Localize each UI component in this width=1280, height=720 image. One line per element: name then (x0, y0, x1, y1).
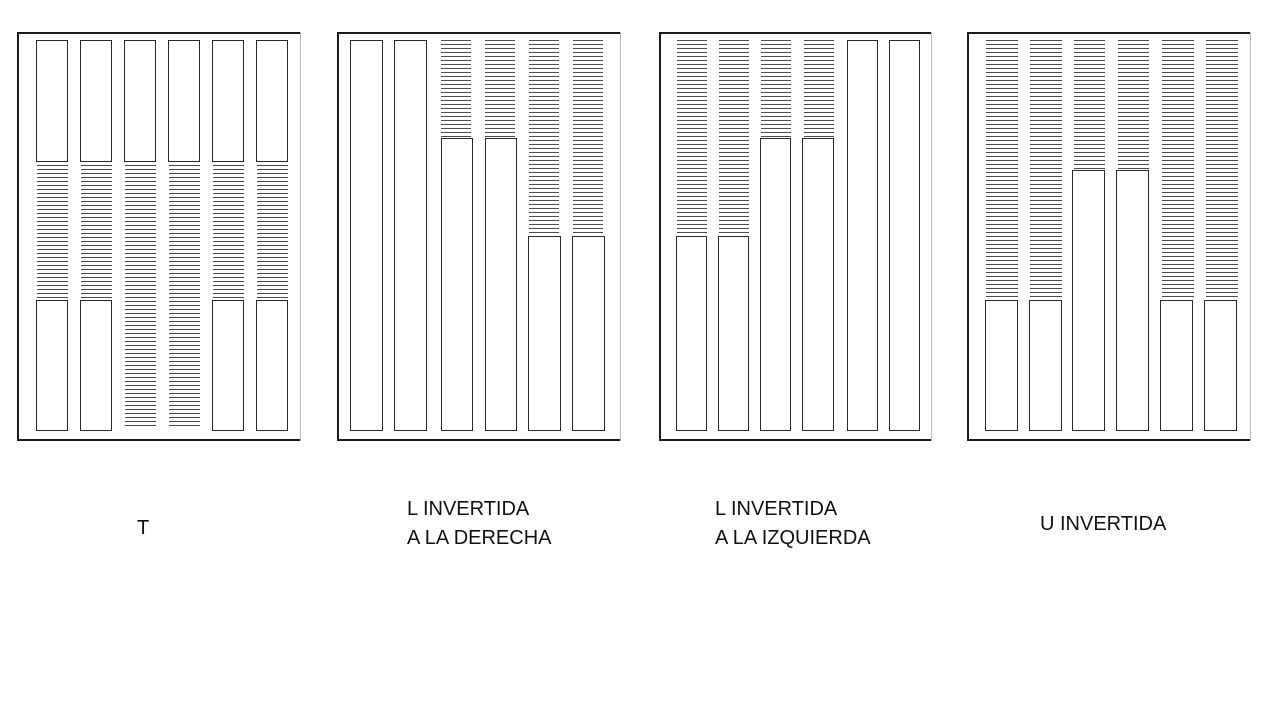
column-bottom-block (985, 300, 1018, 431)
hatched-area (1162, 40, 1194, 299)
column-bottom-block (1116, 170, 1149, 431)
column-bottom-block (572, 236, 605, 431)
frame-border (620, 32, 621, 441)
diagram-l-invertida-derecha (337, 32, 621, 441)
caption-line: U INVERTIDA (1040, 513, 1167, 535)
column-bottom-block (760, 138, 791, 431)
hatched-area (1118, 40, 1149, 169)
column-full-block (889, 40, 920, 431)
frame-border (17, 32, 19, 441)
column-full-block (394, 40, 427, 431)
frame-border (1250, 32, 1251, 441)
column-bottom-block (1072, 170, 1105, 431)
column-bottom-block (36, 300, 68, 431)
hatched-area (1074, 40, 1105, 169)
frame-border (967, 32, 969, 441)
diagram-l-invertida-izquierda (659, 32, 932, 441)
column-top-block (80, 40, 112, 162)
diagram-t (17, 32, 301, 441)
column-bottom-block (441, 138, 473, 431)
column-bottom-block (212, 300, 244, 431)
hatched-area (441, 40, 471, 137)
hatched-area (37, 165, 68, 299)
column-bottom-block (485, 138, 517, 431)
hatched-area (169, 165, 200, 428)
hatched-area (677, 40, 707, 235)
diagram-caption: U INVERTIDA (1040, 510, 1166, 539)
column-top-block (36, 40, 68, 162)
column-top-block (124, 40, 156, 162)
frame-border (300, 32, 301, 441)
column-bottom-block (528, 236, 561, 431)
frame-border (659, 32, 932, 34)
hatched-area (719, 40, 749, 235)
hatched-area (1030, 40, 1062, 299)
caption-line: A LA DERECHA (407, 527, 552, 549)
frame-border (337, 32, 621, 34)
hatched-area (573, 40, 603, 235)
frame-border (337, 32, 339, 441)
column-bottom-block (80, 300, 112, 431)
hatched-area (81, 165, 112, 299)
diagram-u-invertida (967, 32, 1251, 441)
column-bottom-block (676, 236, 707, 431)
frame-border (967, 32, 1251, 34)
diagram-caption: L INVERTIDA A LA DERECHA (407, 495, 552, 553)
frame-border (967, 439, 1251, 441)
caption-line: T (137, 517, 150, 539)
hatched-area (257, 165, 288, 299)
diagram-caption: L INVERTIDA A LA IZQUIERDA (715, 495, 871, 553)
column-bottom-block (718, 236, 749, 431)
column-top-block (256, 40, 288, 162)
frame-border (17, 32, 301, 34)
column-full-block (350, 40, 383, 431)
column-full-block (847, 40, 878, 431)
column-bottom-block (802, 138, 834, 431)
column-bottom-block (1029, 300, 1062, 431)
frame-border (931, 32, 932, 441)
hatched-area (761, 40, 791, 137)
hatched-area (213, 165, 244, 299)
caption-line: A LA IZQUIERDA (715, 527, 871, 549)
column-bottom-block (1204, 300, 1237, 431)
diagram-caption: T (137, 514, 149, 543)
hatched-area (125, 165, 156, 428)
column-bottom-block (1160, 300, 1193, 431)
column-top-block (212, 40, 244, 162)
frame-border (659, 32, 661, 441)
caption-line: L INVERTIDA (407, 498, 530, 520)
hatched-area (804, 40, 834, 137)
hatched-area (986, 40, 1018, 299)
hatched-area (1206, 40, 1238, 299)
hatched-area (529, 40, 559, 235)
frame-border (659, 439, 932, 441)
frame-border (337, 439, 621, 441)
column-bottom-block (256, 300, 288, 431)
frame-border (17, 439, 301, 441)
hatched-area (485, 40, 515, 137)
column-top-block (168, 40, 200, 162)
caption-line: L INVERTIDA (715, 498, 838, 520)
